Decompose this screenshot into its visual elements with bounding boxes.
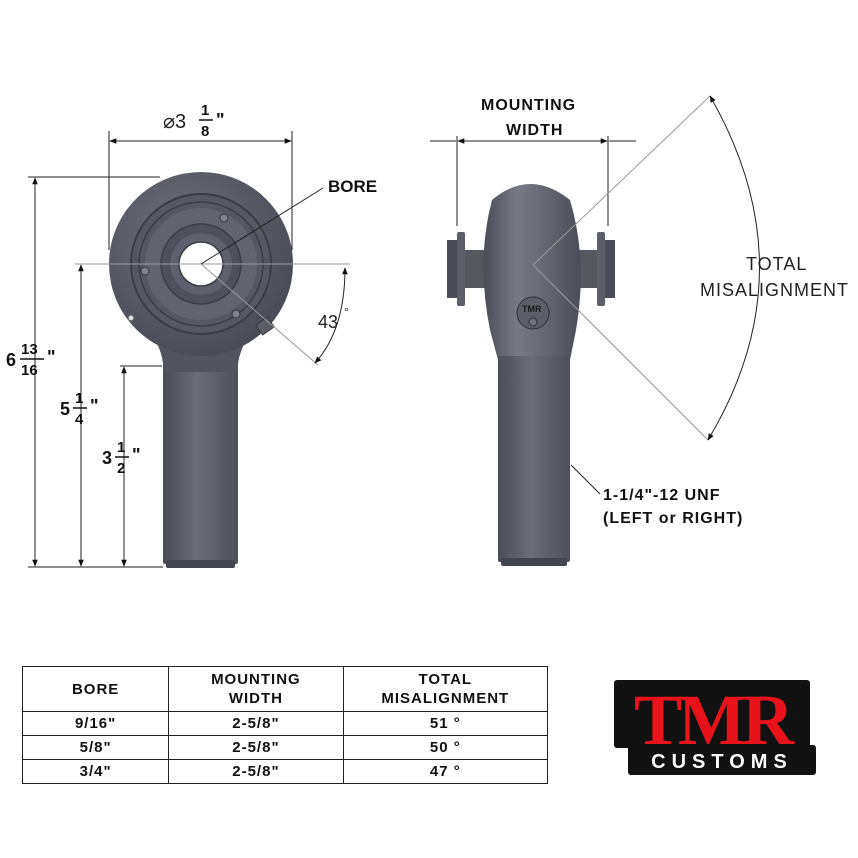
- overall-length-whole: 6: [6, 350, 16, 370]
- overall-length-den: 16: [21, 362, 38, 379]
- front-shank: [163, 356, 238, 564]
- center-length-num: 1: [75, 390, 83, 407]
- table-row: 9/16" 2-5/8" 51 °: [21, 711, 549, 736]
- overall-length-unit: ": [47, 347, 56, 367]
- overall-length-num: 13: [21, 341, 38, 358]
- shank-length-num: 1: [117, 439, 125, 456]
- angle-value: 43: [318, 312, 338, 332]
- thread-line2: (LEFT or RIGHT): [603, 510, 743, 527]
- shank-length-whole: 3: [102, 448, 112, 468]
- misalignment-line2: MISALIGNMENT: [700, 280, 849, 300]
- cell-mounting-width: 2-5/8": [168, 735, 344, 760]
- bore-label: BORE: [328, 177, 377, 196]
- misalignment-line1: TOTAL: [746, 254, 807, 274]
- cell-bore: 5/8": [21, 735, 170, 760]
- angle-unit: °: [344, 305, 349, 319]
- diameter-prefix: ⌀3: [163, 111, 186, 133]
- shank-length-den: 2: [117, 460, 125, 477]
- cell-misalignment: 47 °: [342, 759, 549, 784]
- tmr-customs-logo: TMR CUSTOMS: [614, 679, 816, 775]
- side-shank: [498, 356, 570, 562]
- diameter-numerator: 1: [201, 102, 209, 119]
- thread-line1: 1-1/4"-12 UNF: [603, 487, 721, 504]
- header-bore: BORE: [21, 666, 170, 712]
- side-head: [483, 184, 581, 360]
- tmr-stamp: TMR: [522, 304, 542, 314]
- shank-length-unit: ": [132, 445, 141, 465]
- mounting-width-line1: MOUNTING: [481, 97, 576, 114]
- cell-mounting-width: 2-5/8": [168, 759, 344, 784]
- side-view-part: TMR: [447, 184, 615, 566]
- diameter-unit: ": [216, 110, 225, 130]
- table-row: 5/8" 2-5/8" 50 °: [21, 735, 549, 760]
- cell-misalignment: 50 °: [342, 735, 549, 760]
- front-labels: ⌀3 1 8 " BORE 43 ° 6 13 16 " 5 1 4 " 3 1…: [6, 102, 377, 477]
- cell-mounting-width: 2-5/8": [168, 711, 344, 736]
- front-dimensions: [28, 131, 350, 568]
- cell-bore: 9/16": [21, 711, 170, 736]
- table-row: 3/4" 2-5/8" 47 °: [21, 759, 549, 784]
- diameter-denominator: 8: [201, 123, 209, 140]
- center-length-whole: 5: [60, 399, 70, 419]
- side-labels: MOUNTING WIDTH TOTAL MISALIGNMENT 1-1/4"…: [481, 97, 849, 527]
- center-length-den: 4: [75, 411, 84, 428]
- logo-sub: CUSTOMS: [651, 751, 793, 773]
- mounting-width-line2: WIDTH: [506, 122, 563, 139]
- side-dimensions: [430, 95, 760, 495]
- cell-bore: 3/4": [21, 759, 170, 784]
- cell-misalignment: 51 °: [342, 711, 549, 736]
- front-view-part: [109, 172, 293, 568]
- center-length-unit: ": [90, 396, 99, 416]
